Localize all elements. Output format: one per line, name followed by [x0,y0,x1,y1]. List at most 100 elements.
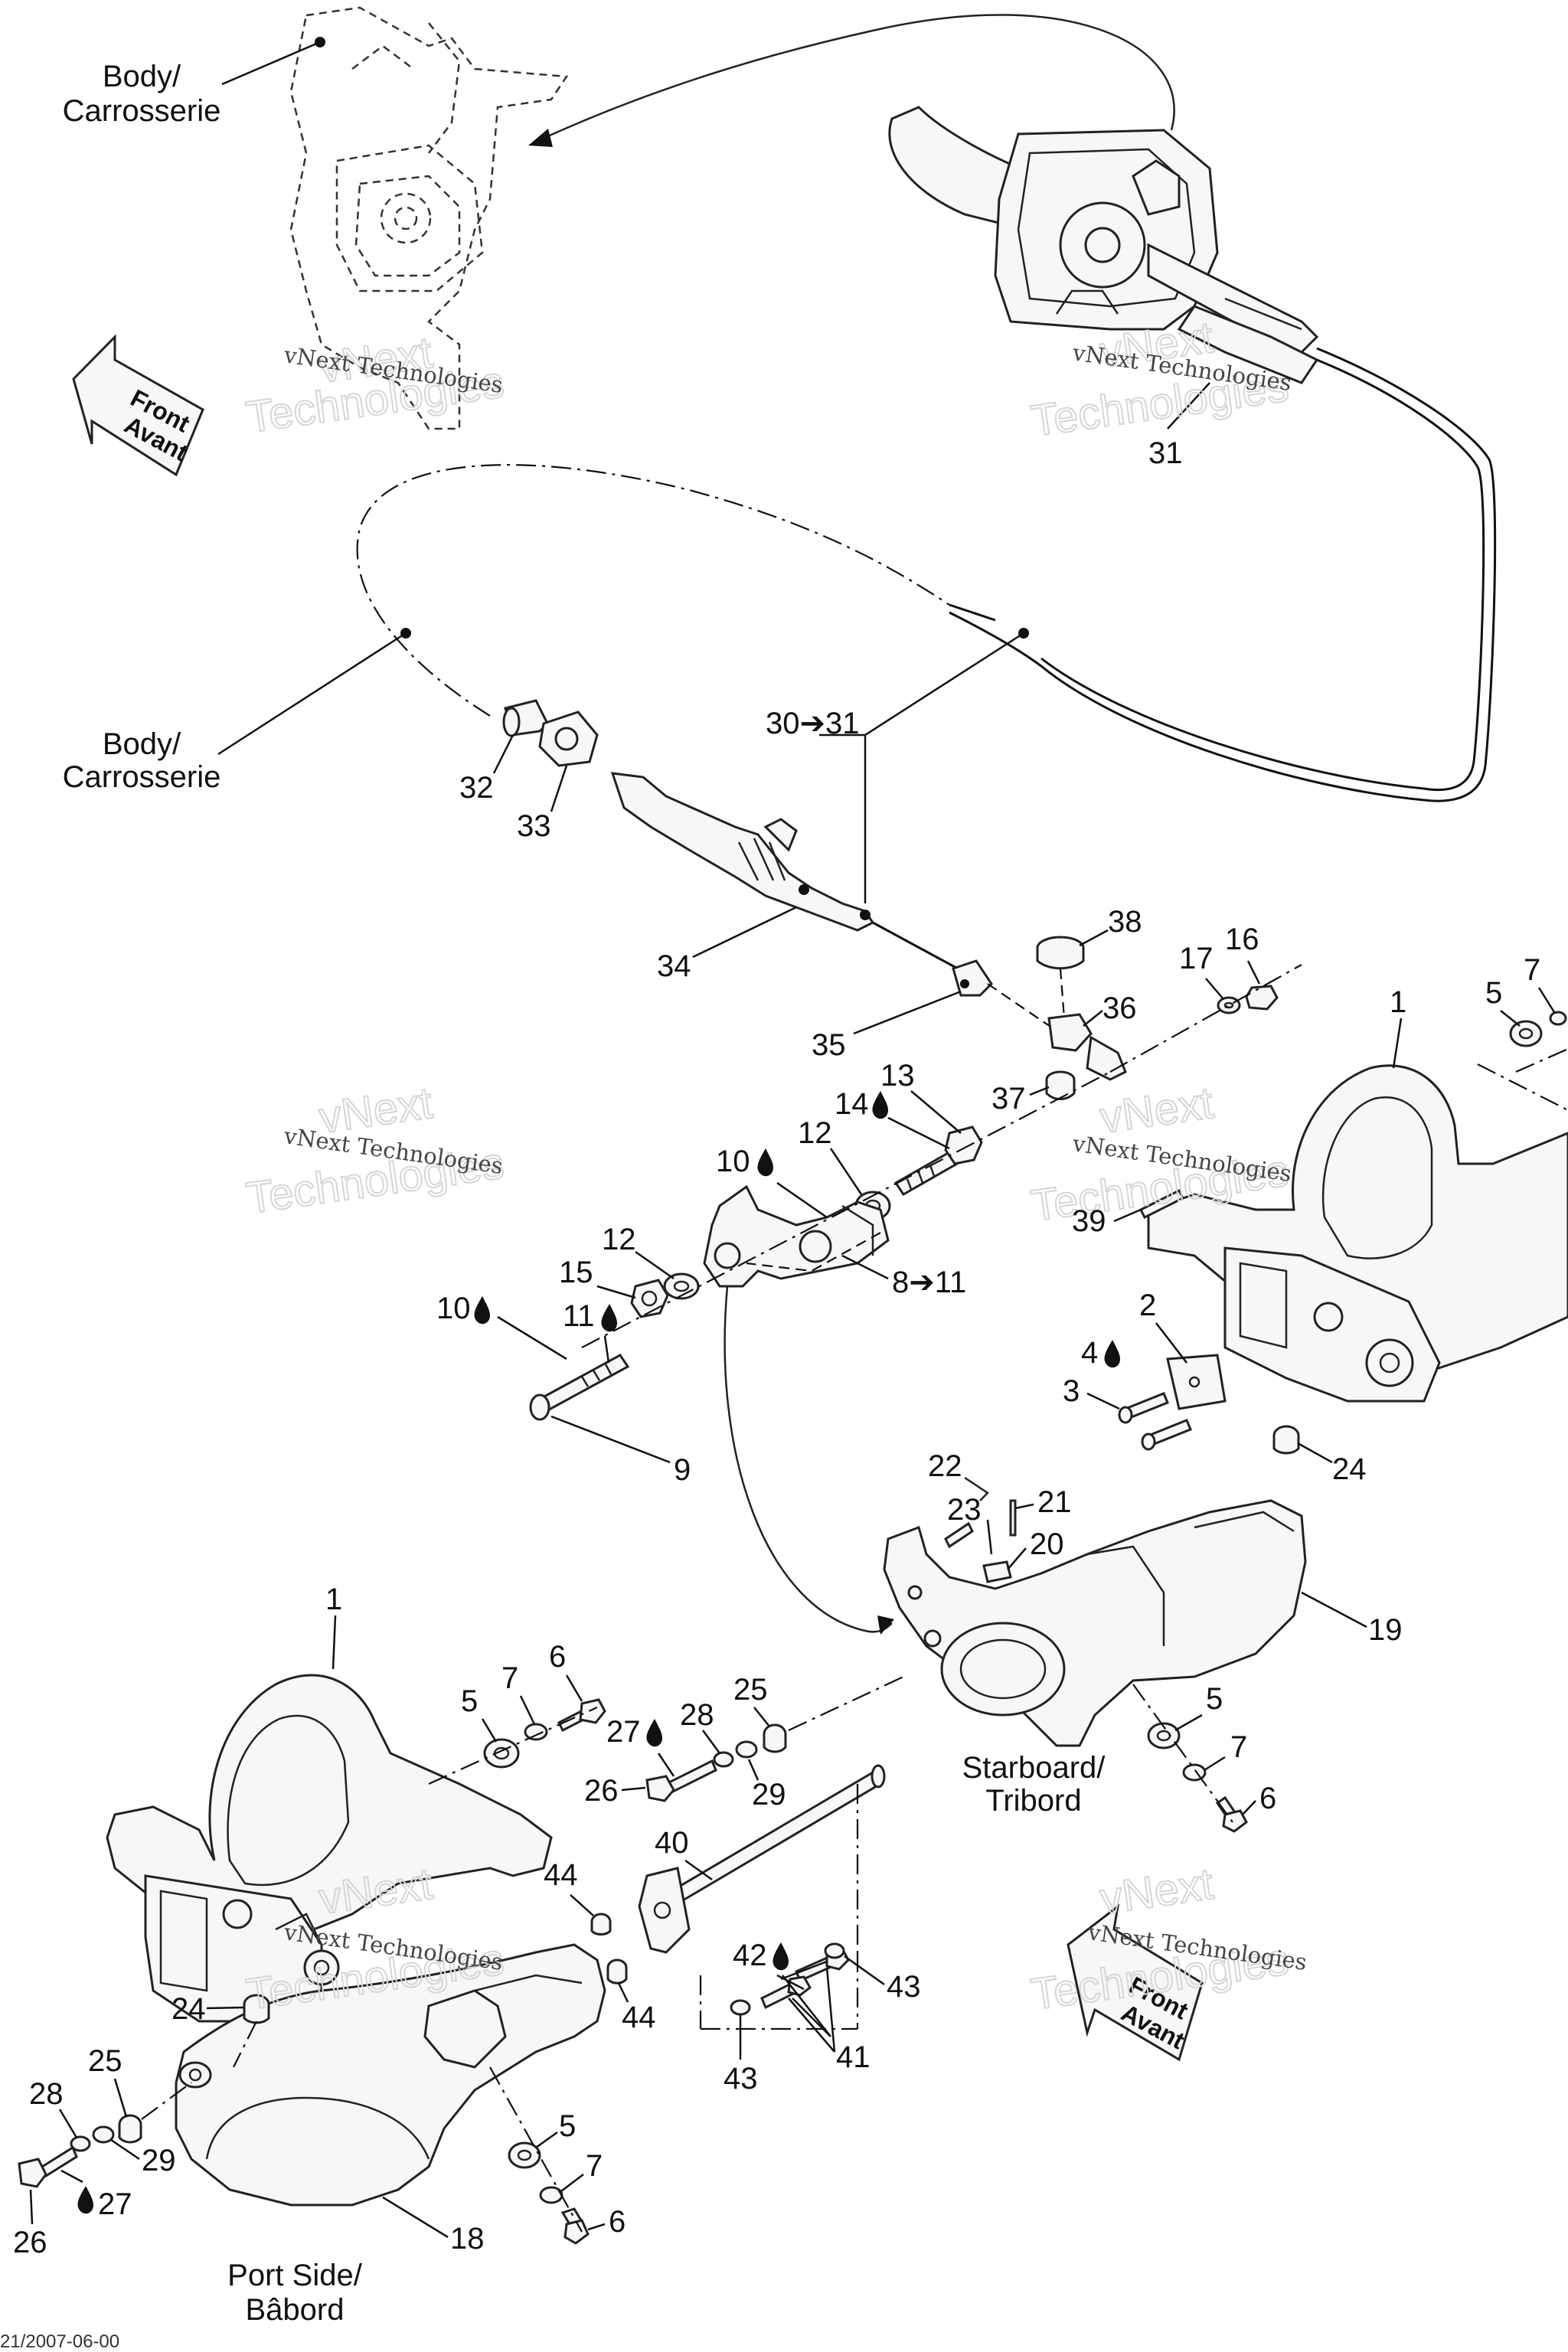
callout-23: 23 [947,1493,982,1527]
body-label-top-line1: Body/ [103,60,181,93]
callout-27-left: 27 [98,2187,132,2221]
part-6-screw-port-bottom [560,2207,590,2245]
callout-12-upper: 12 [798,1116,832,1150]
part-29-washer-left [92,2125,115,2144]
callout-33: 33 [517,809,551,843]
callout-6-port-top: 6 [549,1640,566,1674]
callout-18: 18 [450,2222,485,2256]
part-39-pin [1138,1188,1185,1220]
part-38-bushing [1036,936,1085,970]
part-33-nut [538,710,599,767]
callout-4: 4 [1081,1336,1098,1370]
callout-7-starboard: 7 [1230,1730,1247,1764]
part-22-clip [964,1476,989,1501]
starboard-label-line1: Starboard/ [962,1751,1106,1785]
callout-39: 39 [1072,1204,1106,1238]
callout-17: 17 [1179,942,1214,975]
callout-32: 32 [459,771,494,805]
part-40-tube [638,1764,886,1954]
part-25-spacer-left [118,2114,142,2144]
part-26-bolt-mid [645,1759,717,1802]
part-6-screw-starboard [1215,1795,1248,1833]
callout-40: 40 [655,1826,689,1860]
part-32-sleeve [502,699,549,737]
callout-21: 21 [1037,1485,1072,1519]
watermark-top-4: vNext [1097,1078,1217,1143]
body-label-top: Body/ Carrosserie [63,37,325,128]
callout-37: 37 [991,1082,1026,1116]
callout-44-upper: 44 [544,1858,578,1892]
front-arrow-bottom: Front Avant [1067,1903,1204,2062]
part-20-block [982,1560,1012,1583]
throttle-handle-assembly [888,106,1497,802]
callout-36: 36 [1102,991,1137,1025]
port-label: Port Side/ Bâbord [227,2259,363,2327]
callout-6-port-bottom: 6 [609,2205,626,2239]
cable-loop [356,464,1029,717]
callout-1-right: 1 [1390,985,1406,1019]
part-35-clip [952,959,993,997]
watermark-top-6: vNext [1097,1859,1217,1924]
callout-9: 9 [674,1453,691,1487]
part-7-washer-starboard [1182,1763,1207,1782]
part-5-washer-starboard [1147,1722,1181,1749]
part-17-washer [1217,996,1241,1014]
body-label-mid: Body/ Carrosserie [63,632,407,794]
callout-43-upper: 43 [887,1970,921,2004]
part-9-pin [529,1354,630,1421]
part-5-washer-port-top [483,1738,520,1769]
part-44-spacer-lower [606,1958,628,1984]
part-2-plate [1166,1354,1227,1410]
callout-25-mid: 25 [733,1673,768,1707]
callout-7-port-bottom: 7 [586,2149,603,2183]
port-label-line2: Bâbord [246,2293,345,2327]
callout-22: 22 [928,1449,962,1483]
part-37-bushing [1045,1070,1076,1100]
callout-5-port-top: 5 [461,1684,478,1718]
part-7-washer-right-top [1549,1011,1567,1026]
callout-10-upper: 10 [716,1145,750,1178]
callout-3: 3 [1063,1374,1080,1408]
part-41-screw-lower [760,1975,812,2010]
part-23-screw [944,1521,974,1549]
callout-8: 8➔11 [892,1266,966,1299]
callout-10-lower: 10 [436,1292,471,1325]
assembly-arrow-top [528,14,1175,147]
body-label-mid-line2: Carrosserie [63,760,221,794]
watermark-6: Technologies vNext vNext Technologies [1027,1858,1308,2020]
callout-14: 14 [835,1087,869,1121]
body-label-top-line2: Carrosserie [63,94,221,128]
callout-6-starboard: 6 [1259,1782,1276,1815]
callout-24-right: 24 [1332,1452,1367,1486]
part-28-washer-left [70,2135,91,2152]
part-25-spacer-mid [763,1723,787,1753]
callout-29-left: 29 [142,2144,176,2177]
part-12-bushing-lower [663,1272,700,1300]
part-5-washer-port-bottom [508,2141,541,2169]
callout-25-left: 25 [88,2044,122,2078]
callout-26-mid: 26 [584,1774,619,1808]
part-26-bolt-left [18,2145,78,2188]
callout-31: 31 [1148,436,1183,470]
part-7-washer-port-bottom [539,2186,564,2204]
starboard-label: Starboard/ Tribord [962,1751,1106,1818]
callout-15: 15 [559,1256,593,1289]
callout-29-mid: 29 [752,1778,786,1811]
starboard-label-line2: Tribord [985,1784,1081,1818]
callout-26-left: 26 [13,2226,47,2259]
port-label-line1: Port Side/ [227,2259,363,2292]
figure-reference: 21/2007-06-00 [0,2331,119,2352]
part-43-washer-upper [824,1942,845,1959]
part-1-bracket-starboard [1147,1064,1568,1403]
body-label-mid-line1: Body/ [103,727,181,761]
callout-13: 13 [880,1059,915,1093]
part-34-cable-end [610,772,965,974]
callout-24-left: 24 [172,1992,206,2026]
part-44-spacer-upper [590,1913,612,1936]
callout-43-lower: 43 [724,2062,758,2096]
part-28-washer-mid [713,1751,734,1768]
part-3-screws [1118,1392,1192,1451]
watermark-3: Technologies vNext vNext Technologies [243,1077,508,1224]
callout-7-port-top: 7 [501,1661,518,1695]
part-43-washer-lower [730,1999,751,2016]
